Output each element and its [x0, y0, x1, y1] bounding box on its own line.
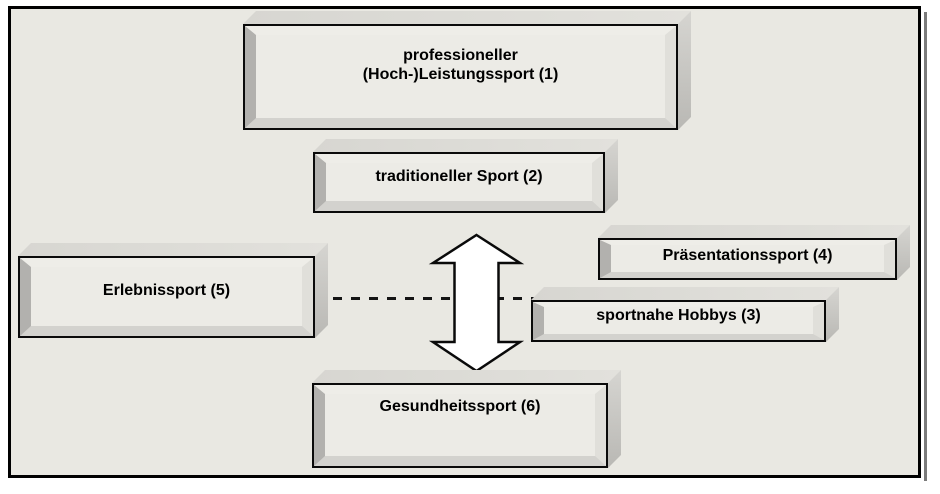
box-professioneller-leistungssport: professioneller (Hoch-)Leistungssport (1… — [243, 11, 691, 130]
box-top-face — [531, 287, 839, 300]
box-bevel — [20, 258, 313, 336]
box-label-text: Erlebnissport (5) — [102, 281, 231, 299]
box-label-line1: professioneller — [403, 47, 518, 64]
box-right-face — [608, 370, 621, 468]
box-right-face — [315, 243, 328, 338]
box-bevel — [315, 154, 603, 211]
box-sportnahe-hobbys: sportnahe Hobbys (3) — [531, 287, 839, 342]
box-label: Gesundheitssport (6) — [314, 385, 606, 466]
box-front-face: professioneller (Hoch-)Leistungssport (1… — [243, 24, 678, 130]
box-right-face — [678, 11, 691, 130]
up-down-arrow-icon — [428, 233, 525, 373]
box-traditioneller-sport: traditioneller Sport (2) — [313, 139, 618, 213]
box-label-text: traditioneller Sport (2) — [375, 167, 543, 185]
box-label: Präsentationssport (4) — [600, 240, 895, 278]
box-erlebnissport: Erlebnissport (5) — [18, 243, 328, 338]
box-praesentationssport: Präsentationssport (4) — [598, 225, 910, 280]
box-front-face: traditioneller Sport (2) — [313, 152, 605, 213]
box-label-text: Gesundheitssport (6) — [379, 398, 541, 415]
box-bevel — [533, 302, 824, 340]
box-top-face — [243, 11, 691, 24]
box-label: Erlebnissport (5) — [20, 258, 313, 336]
box-gesundheitssport: Gesundheitssport (6) — [312, 370, 621, 468]
box-top-face — [312, 370, 621, 383]
box-top-face — [18, 243, 328, 256]
box-label-text: Präsentationssport (4) — [662, 246, 833, 264]
box-label: traditioneller Sport (2) — [315, 154, 603, 211]
box-top-face — [313, 139, 618, 152]
box-front-face: Gesundheitssport (6) — [312, 383, 608, 468]
box-front-face: sportnahe Hobbys (3) — [531, 300, 826, 342]
box-right-face — [826, 287, 839, 342]
box-front-face: Präsentationssport (4) — [598, 238, 897, 280]
box-top-face — [598, 225, 910, 238]
box-label-text: sportnahe Hobbys (3) — [596, 307, 761, 324]
box-bevel — [600, 240, 895, 278]
box-right-face — [897, 225, 910, 280]
dashed-line — [333, 297, 542, 300]
box-right-face — [605, 139, 618, 213]
box-front-face: Erlebnissport (5) — [18, 256, 315, 338]
box-label-line2: (Hoch-)Leistungssport (1) — [362, 66, 559, 83]
box-label: sportnahe Hobbys (3) — [533, 302, 824, 340]
box-bevel — [314, 385, 606, 466]
box-label: professioneller (Hoch-)Leistungssport (1… — [245, 26, 676, 128]
box-bevel — [245, 26, 676, 128]
